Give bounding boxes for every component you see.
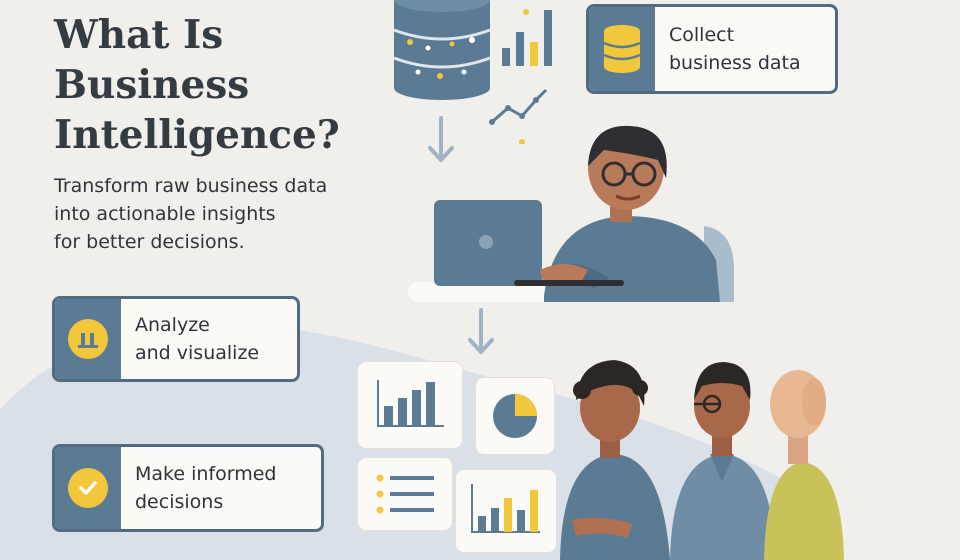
arrow-down-icon — [428, 116, 454, 162]
checkmark-icon — [68, 468, 108, 508]
step-decide-rail — [55, 447, 121, 529]
bar-chart-icon — [471, 484, 540, 533]
pie-chart-icon — [493, 394, 537, 438]
bar-chart-widget — [358, 362, 462, 448]
page-title: What Is Business Intelligence? — [54, 10, 394, 160]
list-widget — [358, 458, 452, 530]
subtitle-line: for better decisions. — [54, 231, 245, 253]
team-illustration — [560, 360, 844, 560]
step-collect-card: Collect business data — [586, 4, 838, 94]
database-illustration — [393, 0, 491, 100]
step-decide-label: Make informed decisions — [121, 447, 290, 529]
bar-chart-icon — [68, 319, 108, 359]
page-subtitle: Transform raw business data into actiona… — [54, 172, 384, 256]
step-analyze-rail — [55, 299, 121, 379]
floating-chart-icon — [489, 9, 552, 144]
database-icon — [603, 25, 641, 73]
step-label-line: Collect — [669, 24, 735, 46]
bar-chart-widget — [456, 470, 556, 552]
list-icon — [376, 474, 434, 514]
arrow-down-icon — [468, 308, 494, 354]
step-label-line: business data — [669, 52, 801, 74]
title-line: Intelligence? — [54, 112, 340, 158]
step-collect-label: Collect business data — [655, 7, 815, 91]
subtitle-line: Transform raw business data — [54, 175, 328, 197]
bar-chart-icon — [377, 380, 444, 427]
step-label-line: Make informed — [135, 463, 277, 485]
step-label-line: and visualize — [135, 342, 260, 364]
analyst-at-laptop-illustration — [408, 125, 734, 302]
step-analyze-label: Analyze and visualize — [121, 299, 273, 379]
step-collect-rail — [589, 7, 655, 91]
step-analyze-card: Analyze and visualize — [52, 296, 300, 382]
pie-chart-widget — [476, 378, 554, 454]
title-line: What Is — [54, 12, 224, 58]
subtitle-line: into actionable insights — [54, 203, 276, 225]
step-decide-card: Make informed decisions — [52, 444, 324, 532]
step-label-line: Analyze — [135, 314, 210, 336]
step-label-line: decisions — [135, 491, 224, 513]
title-line: Business — [54, 62, 250, 108]
